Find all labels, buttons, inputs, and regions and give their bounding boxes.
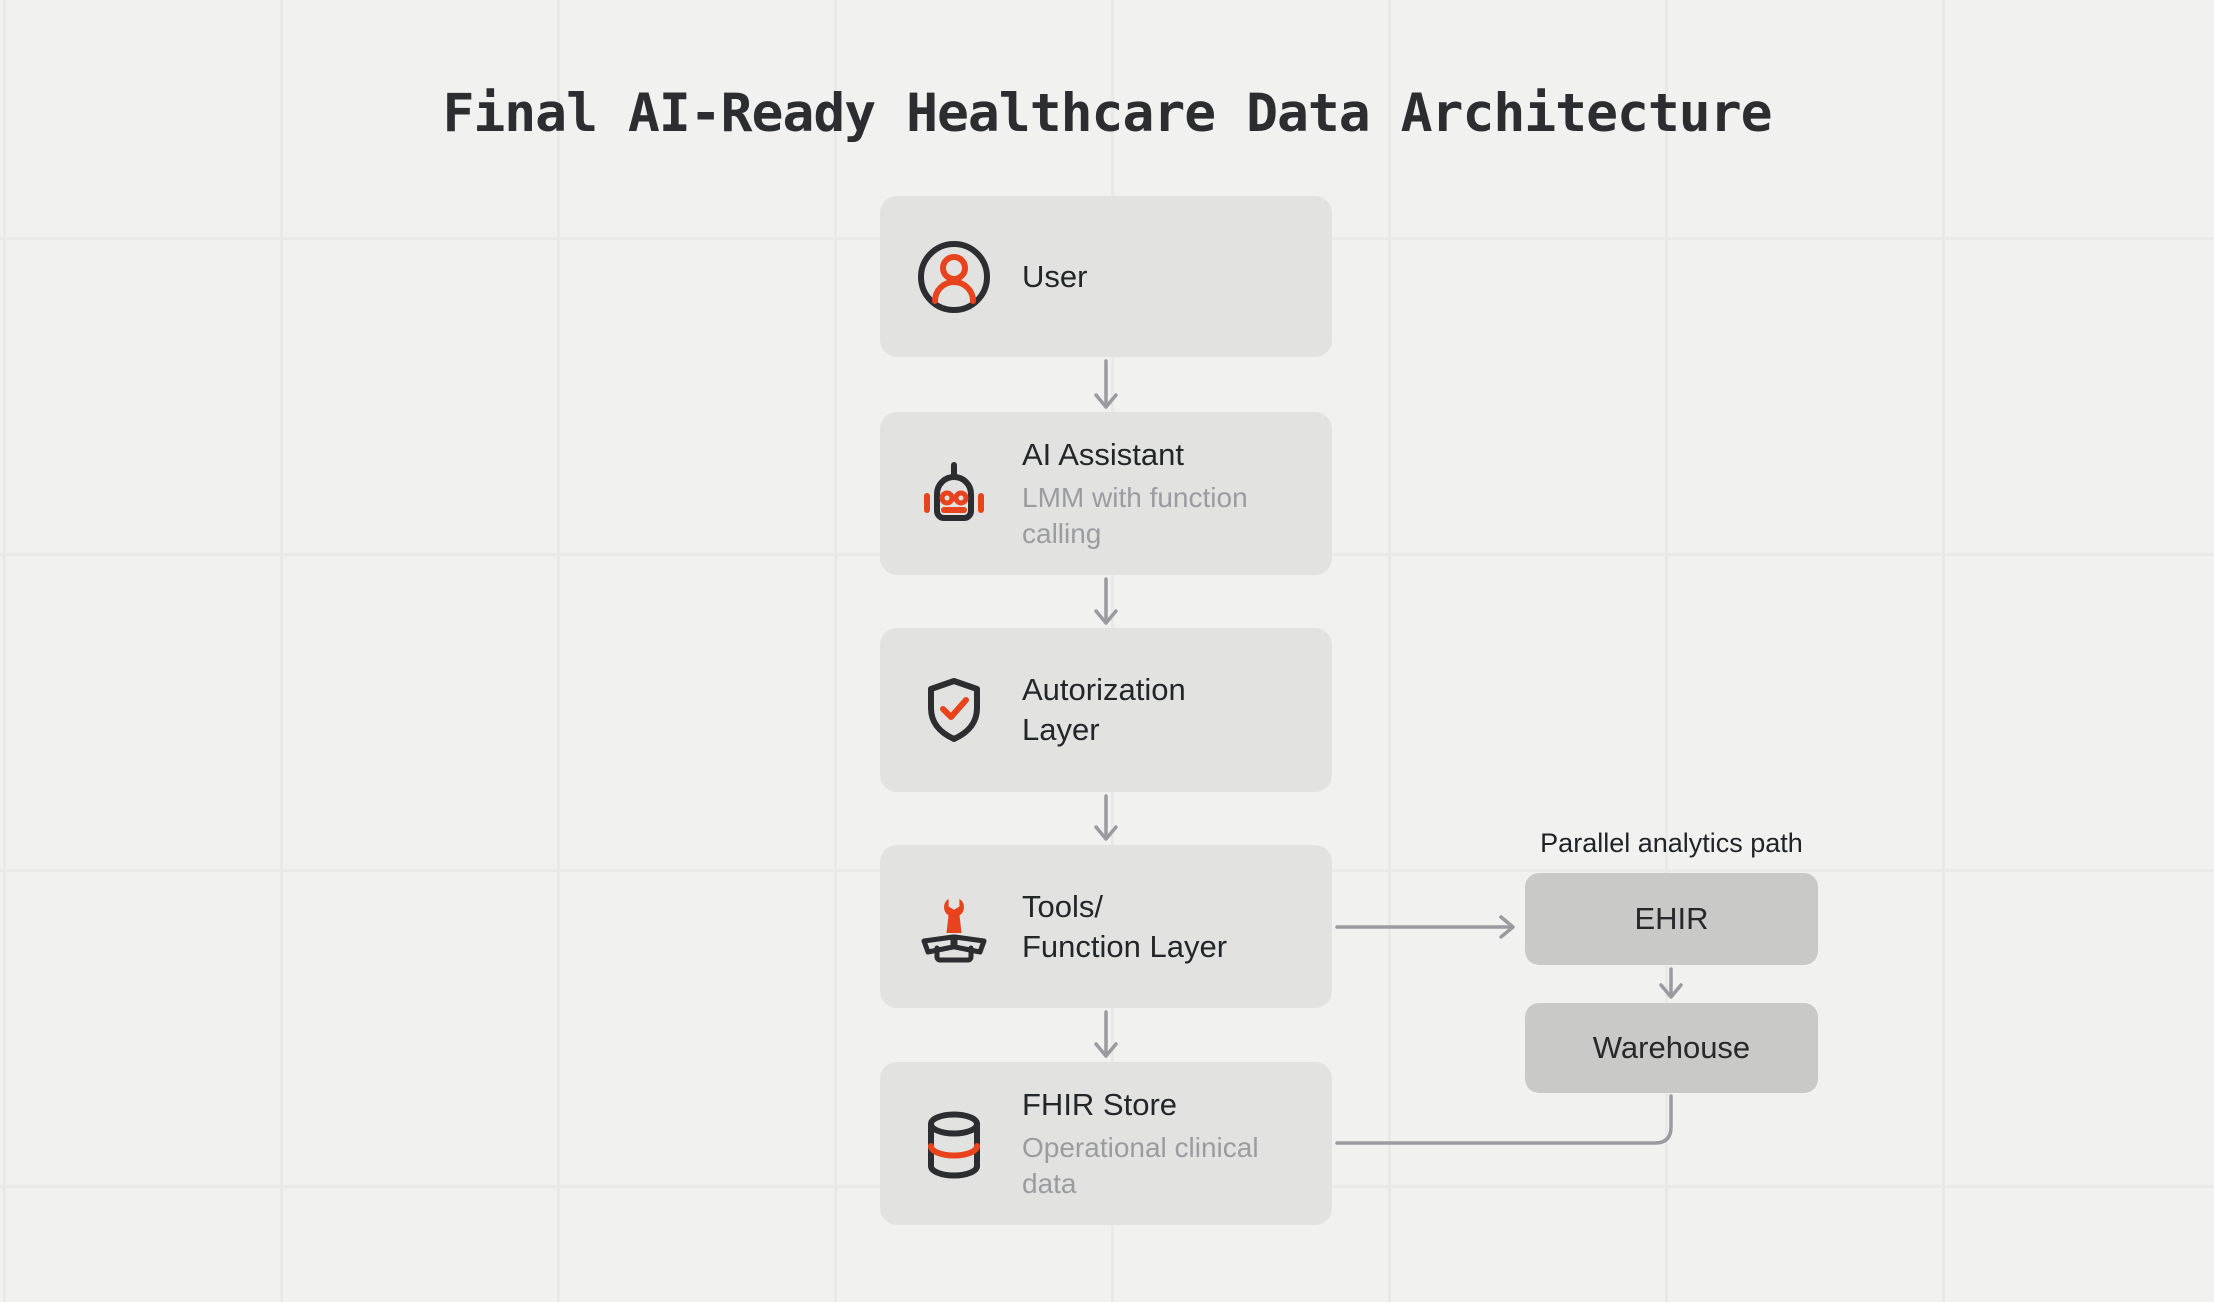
node-fhir-label: FHIR Store (1022, 1087, 1178, 1122)
node-warehouse-label: Warehouse (1592, 1030, 1751, 1065)
node-ai-label: AI Assistant (1022, 437, 1184, 472)
user-icon (914, 237, 994, 317)
node-auth-label: Autorization Layer (1022, 672, 1186, 747)
arrow-user-to-ai (1094, 359, 1118, 409)
database-icon (914, 1104, 994, 1184)
arrow-tools-to-fhir (1094, 1010, 1118, 1058)
arrow-ehir-to-warehouse (1659, 967, 1683, 999)
node-tools-label: Tools/ Function Layer (1022, 888, 1228, 964)
parallel-analytics-path-label: Parallel analytics path (1540, 828, 1803, 858)
node-ehir: EHIR (1525, 873, 1818, 965)
node-ai-assistant: AI Assistant LMM with function calling (880, 412, 1332, 575)
shield-check-icon (914, 670, 994, 750)
node-ehir-label: EHIR (1634, 901, 1709, 936)
node-tools-function-layer: Tools/ Function Layer (880, 845, 1332, 1008)
node-user-label: User (1022, 258, 1088, 294)
arrow-auth-to-tools (1094, 794, 1118, 841)
node-ai-sublabel: LMM with function calling (1022, 482, 1248, 549)
connector-fhir-to-warehouse (1335, 1094, 1673, 1145)
node-authorization-layer: Autorization Layer (880, 628, 1332, 792)
diagram-title: Final AI-Ready Healthcare Data Architect… (442, 83, 1772, 144)
node-warehouse: Warehouse (1525, 1003, 1818, 1093)
arrow-tools-to-ehir (1335, 915, 1515, 939)
node-fhir-store: FHIR Store Operational clinical data (880, 1062, 1332, 1225)
node-user: User (880, 196, 1332, 357)
robot-icon (914, 454, 994, 534)
arrow-ai-to-auth (1094, 577, 1118, 625)
toolbox-wrench-icon (914, 887, 994, 967)
node-fhir-sublabel: Operational clinical data (1022, 1132, 1259, 1199)
